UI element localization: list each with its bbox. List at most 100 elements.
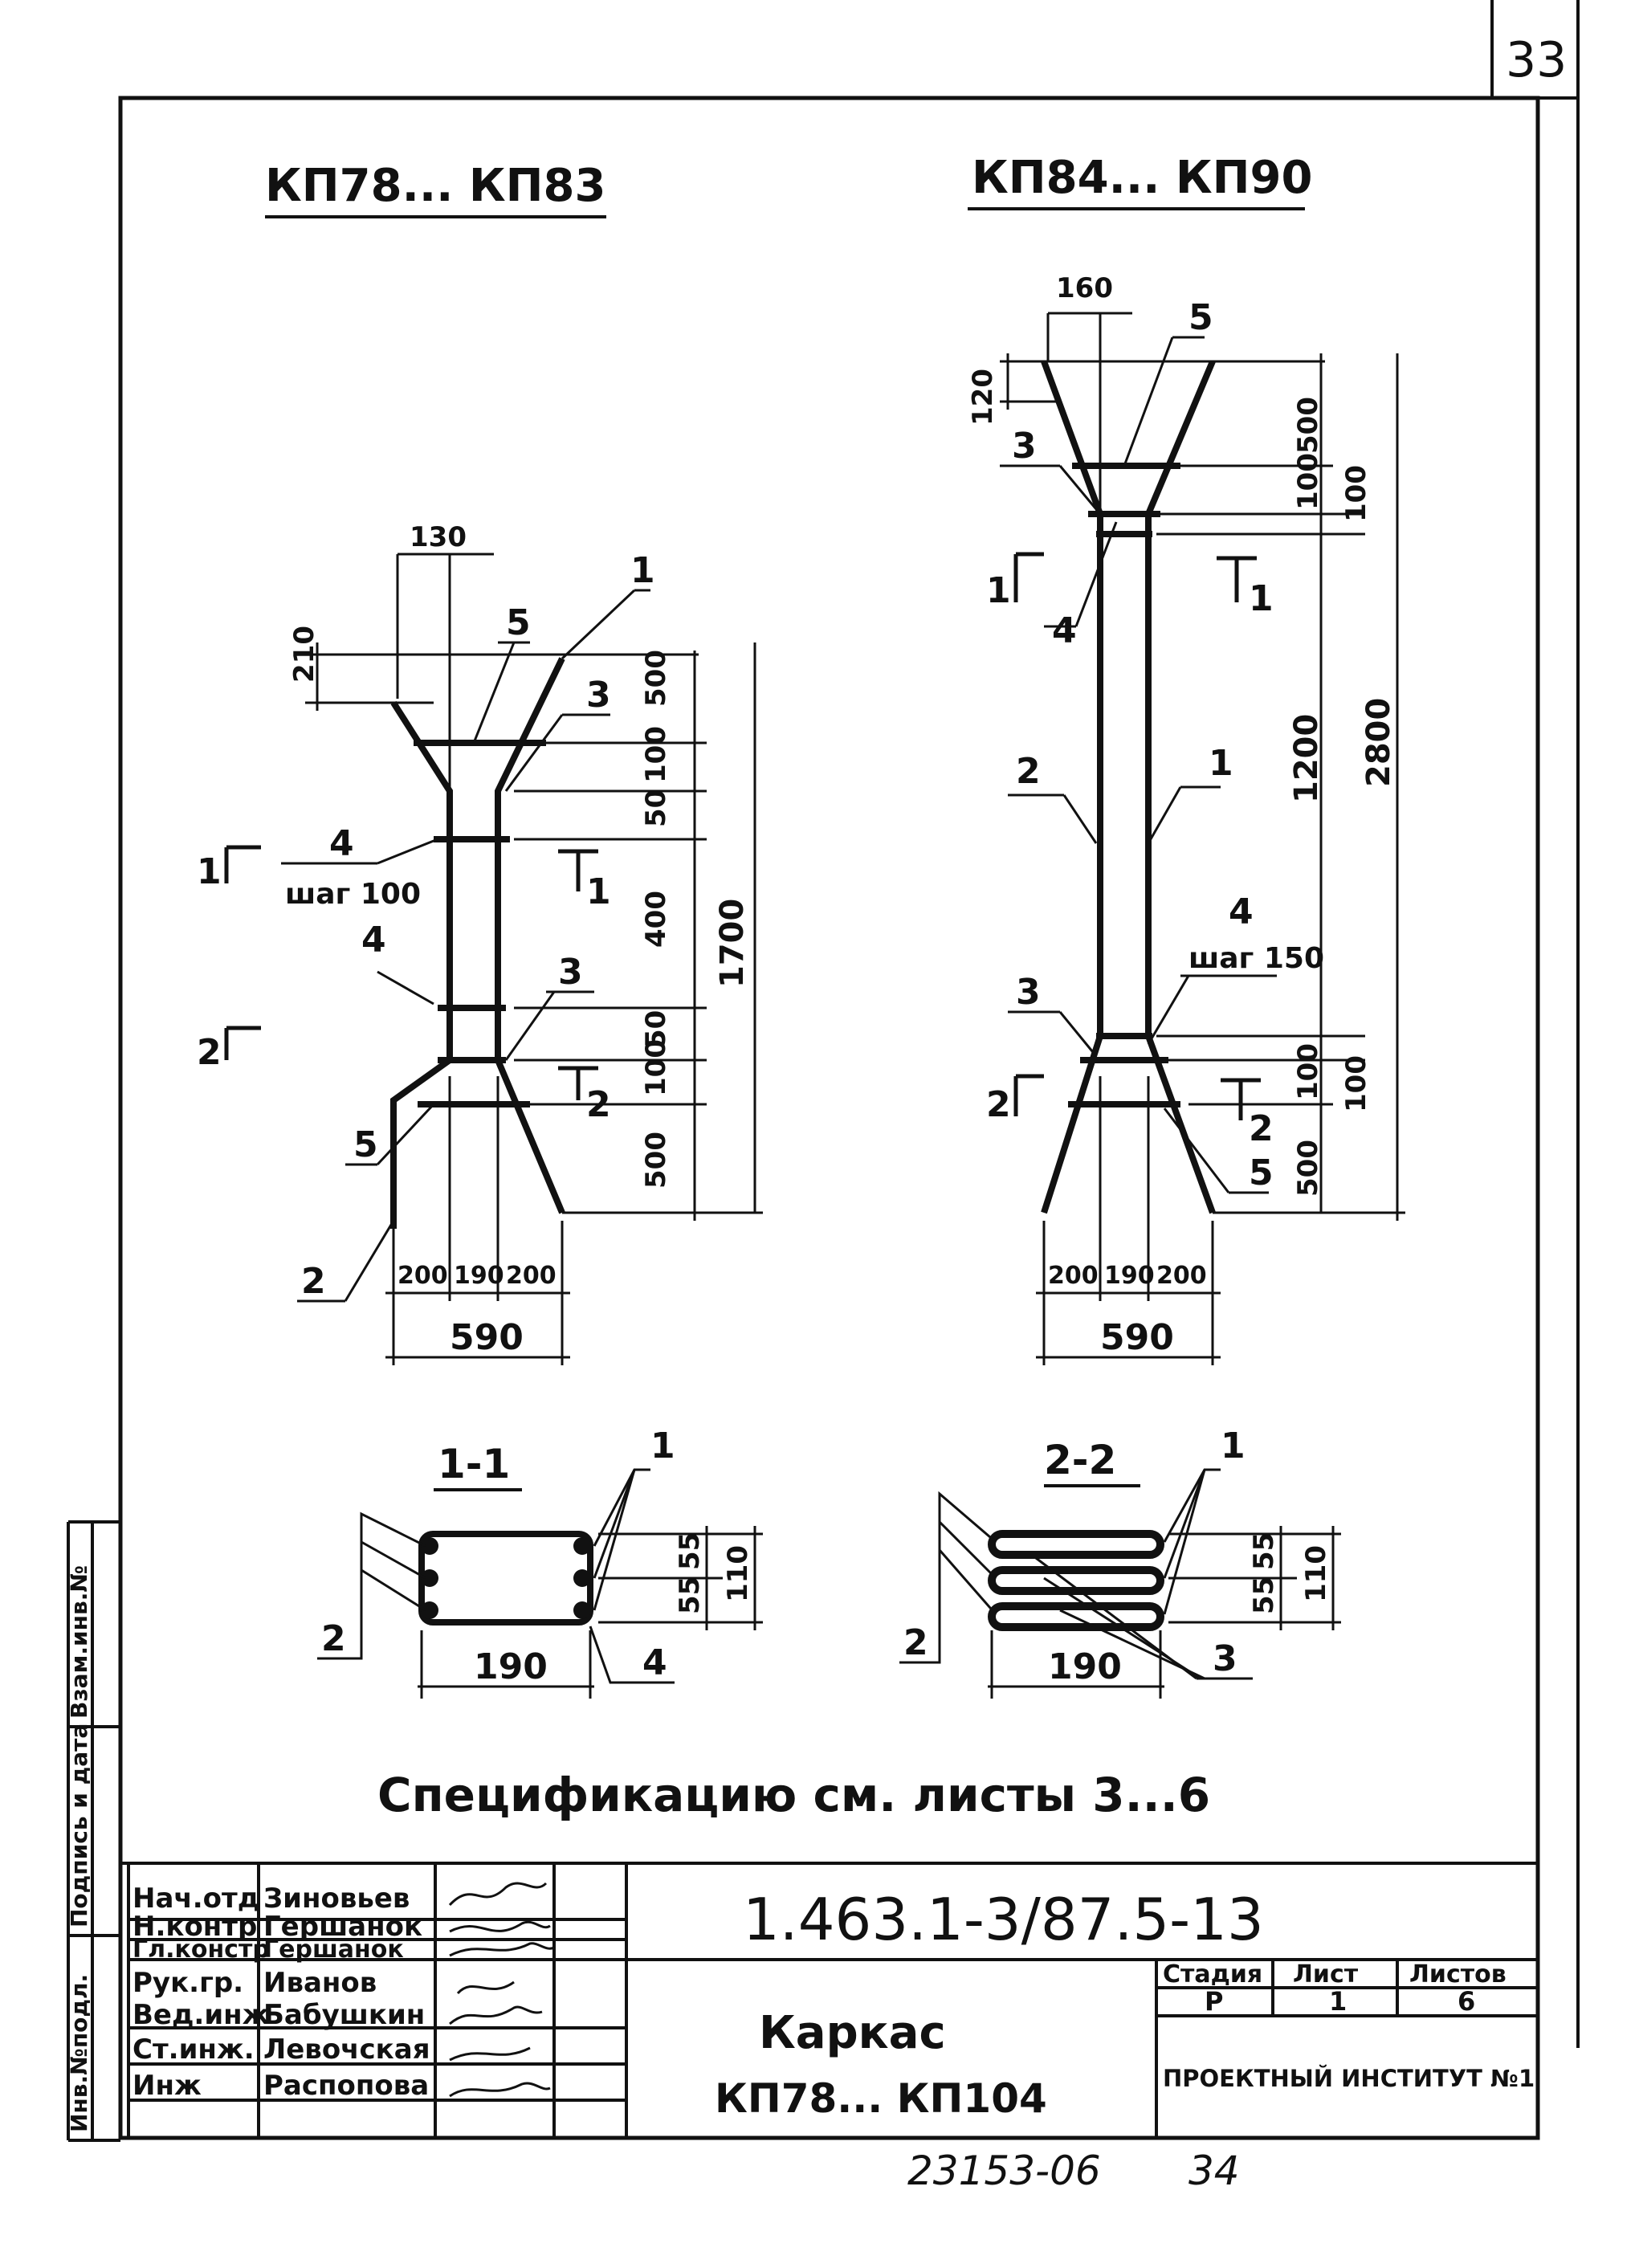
left-dim-100b: 100 xyxy=(640,1039,672,1096)
section1-d55b: 55 xyxy=(674,1577,706,1614)
product-title: Каркас xyxy=(759,2007,946,2059)
side-stamp-replacement-no: Взам.инв.№ xyxy=(66,1565,92,1719)
left-callouts xyxy=(281,589,650,1303)
name-2: Гершанок xyxy=(263,1936,404,1964)
left-elevation: КП78... КП83 xyxy=(197,160,763,1365)
left-callout-4a: 4 xyxy=(329,823,354,864)
section1-stirrup xyxy=(418,1531,593,1626)
left-dim-50b: 50 xyxy=(640,1010,672,1048)
right-callout-5a: 5 xyxy=(1188,297,1213,338)
left-callout-5a: 5 xyxy=(506,602,531,643)
section2-title: 2-2 xyxy=(1044,1437,1116,1483)
right-dim-500a: 500 xyxy=(1292,397,1324,454)
left-cut-labels: 1 1 2 2 xyxy=(197,851,611,1125)
right-dim-100a2: 100 xyxy=(1340,465,1372,522)
section2-d55a: 55 xyxy=(1248,1532,1280,1570)
name-0: Зиновьев xyxy=(263,1883,410,1915)
section1-d110: 110 xyxy=(722,1545,754,1602)
corner-number-box xyxy=(1490,0,1580,2048)
section-2-2: 2-2 1 2 xyxy=(899,1426,1341,1699)
left-dimension-texts: 130 210 500 100 50 400 50 100 500 1700 2… xyxy=(288,521,751,1358)
role-0: Нач.отд xyxy=(133,1883,259,1915)
section1-width: 190 xyxy=(474,1646,548,1687)
role-5: Ст.инж. xyxy=(133,2033,255,2066)
left-dim-b200b: 200 xyxy=(506,1262,557,1290)
right-dim-b190: 190 xyxy=(1104,1262,1155,1290)
page-number: 34 xyxy=(1188,2148,1240,2194)
left-frame-bars xyxy=(390,657,565,1229)
section2-d55b: 55 xyxy=(1248,1577,1280,1614)
right-dimension-texts: 160 120 500 100 100 1200 2800 100 100 50… xyxy=(967,272,1397,1358)
title-block-names: Зиновьев Гершанок Гершанок Иванов Бабушк… xyxy=(263,1883,430,2102)
left-callout-3b: 3 xyxy=(558,952,583,993)
right-dim-500b: 500 xyxy=(1292,1140,1324,1197)
left-dim-100a: 100 xyxy=(640,726,672,783)
sheet-header: Лист xyxy=(1293,1960,1359,1989)
role-4: Вед.инж xyxy=(133,1999,270,2031)
right-dim-100b: 100 xyxy=(1292,1043,1324,1100)
right-callout-2: 2 xyxy=(1016,751,1041,792)
right-callout-3b: 3 xyxy=(1016,972,1041,1013)
left-dim-400: 400 xyxy=(640,891,672,948)
section1-callout-1: 1 xyxy=(650,1426,675,1466)
left-cut2-left: 2 xyxy=(197,1032,222,1073)
right-callout-4b: 4 xyxy=(1229,891,1254,932)
left-dim-total: 1700 xyxy=(714,899,751,988)
right-cut2-left: 2 xyxy=(986,1084,1011,1125)
right-title: КП84... КП90 xyxy=(972,152,1312,204)
right-cut2-right: 2 xyxy=(1249,1108,1274,1149)
left-cut-marks xyxy=(224,845,598,1100)
right-dimension-lines xyxy=(1000,312,1405,1365)
left-cut2-right: 2 xyxy=(586,1084,611,1125)
right-dim-100b2: 100 xyxy=(1340,1055,1372,1112)
sheets-value: 6 xyxy=(1458,1986,1475,2017)
right-cut1-left: 1 xyxy=(986,570,1011,611)
product-range: КП78... КП104 xyxy=(715,2075,1047,2122)
section2-d110: 110 xyxy=(1300,1545,1332,1602)
left-dim-b200a: 200 xyxy=(398,1262,448,1290)
right-cut-marks xyxy=(1013,552,1261,1120)
right-dim-1200: 1200 xyxy=(1288,714,1325,803)
right-callout-1: 1 xyxy=(1209,743,1233,784)
right-callout-4a: 4 xyxy=(1052,610,1077,651)
section1-callout-4: 4 xyxy=(642,1642,667,1683)
side-stamp-original-no: Инв.№подл. xyxy=(66,1974,92,2132)
right-callout-numbers: 5 3 4 2 1 4 шаг 150 3 5 xyxy=(1012,297,1324,1193)
name-3: Иванов xyxy=(263,1967,377,1999)
section2-callout-2: 2 xyxy=(903,1622,928,1663)
left-dimension-lines xyxy=(305,553,763,1365)
sheets-header: Листов xyxy=(1409,1960,1506,1989)
right-callout-5b: 5 xyxy=(1249,1152,1274,1193)
name-6: Распопова xyxy=(263,2070,429,2102)
left-cut1-right: 1 xyxy=(586,871,611,912)
signatures xyxy=(448,1882,555,2098)
left-callout-3a: 3 xyxy=(586,675,611,716)
name-1: Гершанок xyxy=(263,1911,422,1943)
right-dim-100a: 100 xyxy=(1292,453,1324,510)
name-4: Бабушкин xyxy=(263,1999,425,2031)
title-block xyxy=(120,1862,1538,2138)
role-3: Рук.гр. xyxy=(133,1967,243,1999)
left-dim-500a: 500 xyxy=(640,650,672,707)
doc-code: 1.463.1-3/87.5-13 xyxy=(743,1886,1264,1953)
left-callout-step: шаг 100 xyxy=(285,878,421,911)
section2-callout-1: 1 xyxy=(1221,1426,1246,1466)
role-6: Инж xyxy=(133,2070,202,2102)
right-callout-step: шаг 150 xyxy=(1188,942,1324,975)
left-callout-2: 2 xyxy=(301,1261,326,1302)
right-cut1-right: 1 xyxy=(1249,578,1274,619)
section1-callout-2: 2 xyxy=(321,1618,346,1659)
role-2: Гл.констр xyxy=(133,1936,270,1964)
stage-header: Стадия xyxy=(1163,1960,1262,1989)
left-dim-500b: 500 xyxy=(640,1132,672,1189)
left-callout-numbers: 1 5 3 4 шаг 100 4 3 5 2 xyxy=(285,550,655,1302)
left-callout-1: 1 xyxy=(630,550,655,591)
right-frame-bars xyxy=(1041,360,1216,1214)
stage-value: Р xyxy=(1205,1986,1223,2017)
left-dim-top-height: 210 xyxy=(288,626,320,683)
left-dim-top-width: 130 xyxy=(410,521,467,553)
right-callout-3a: 3 xyxy=(1012,426,1037,467)
section1-d55a: 55 xyxy=(674,1532,706,1570)
section2-callout-3: 3 xyxy=(1213,1638,1237,1679)
